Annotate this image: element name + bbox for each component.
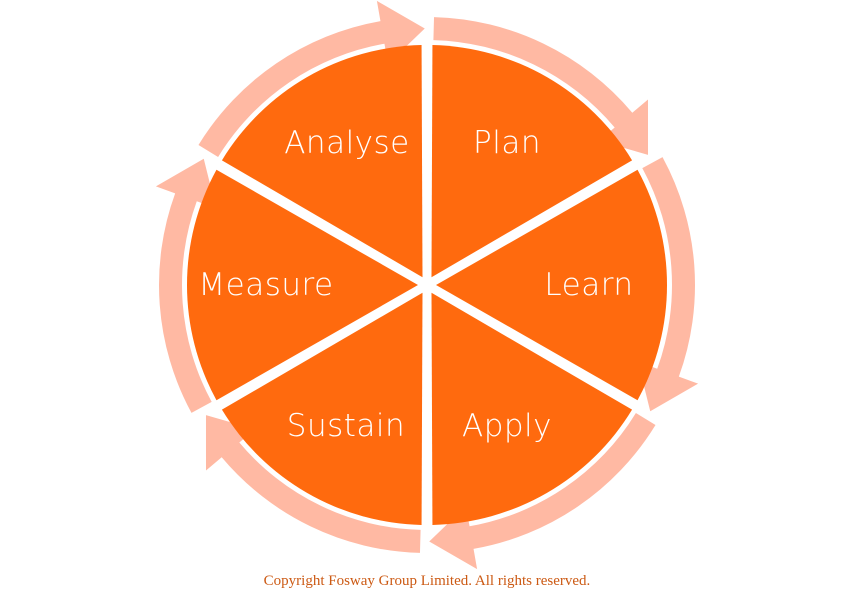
cycle-arrows — [155, 0, 699, 570]
cycle-arrow-measure — [155, 158, 217, 413]
cycle-arrow-learn — [637, 157, 699, 412]
segment-label-analyse: Analyse — [284, 125, 410, 161]
segment-label-plan: Plan — [473, 125, 541, 161]
cycle-arrow-apply — [429, 413, 656, 570]
segment-label-learn: Learn — [544, 267, 633, 303]
cycle-labels: Plan Learn Apply Sustain Measure Analyse — [198, 125, 633, 444]
segment-measure — [186, 169, 418, 401]
segment-learn — [436, 169, 668, 401]
cycle-segments — [186, 45, 668, 525]
segment-label-sustain: Sustain — [287, 408, 405, 444]
segment-apply — [431, 292, 633, 525]
segment-analyse — [221, 45, 423, 278]
cycle-arrow-plan — [433, 17, 649, 155]
segment-label-measure: Measure — [198, 267, 333, 303]
segment-plan — [431, 45, 633, 278]
copyright-footer: Copyright Fosway Group Limited. All righ… — [263, 573, 591, 589]
segment-label-apply: Apply — [462, 408, 552, 444]
segment-sustain — [221, 292, 423, 525]
cycle-arrow-sustain — [205, 415, 421, 553]
cycle-arrow-analyse — [198, 0, 425, 157]
